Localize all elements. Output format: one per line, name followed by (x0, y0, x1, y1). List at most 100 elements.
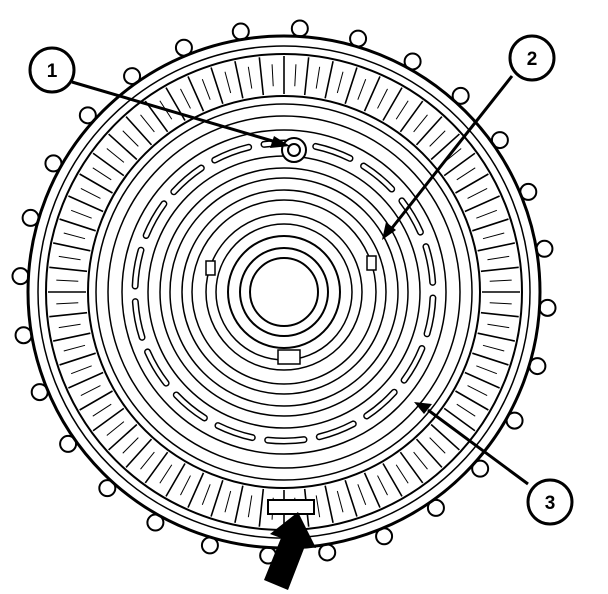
spline-tooth-ridge (456, 403, 476, 417)
spline-tooth-ridge (140, 114, 155, 133)
center-bore-ring (239, 247, 329, 337)
spline-tooth-ridge (122, 130, 139, 147)
spline-tooth-edge (464, 371, 500, 389)
spline-tooth-edge (210, 67, 224, 104)
spline-tooth-edge (324, 60, 334, 99)
check-ball (287, 143, 301, 157)
spline-tooth-ridge (92, 403, 112, 417)
spline-tooth-edge (49, 311, 88, 318)
spline-tooth-edge (415, 116, 443, 146)
callout-1-circle (28, 46, 76, 94)
spline-tooth-ridge (159, 464, 173, 484)
spline-tooth-ridge (80, 385, 101, 396)
spline-tooth-edge (59, 352, 96, 366)
spline-tooth-edge (234, 485, 244, 524)
spline-tooth-ridge (180, 475, 191, 496)
spline-tooth-ridge (357, 78, 367, 100)
spline-tooth-ridge (247, 66, 253, 89)
spring-slot-inner (144, 201, 166, 238)
hub-tab-right (366, 255, 377, 271)
spring-slot-inner (174, 392, 207, 420)
spline-tooth-edge (455, 173, 489, 194)
spline-tooth-edge (472, 352, 509, 366)
spring-slot-inner (133, 248, 143, 289)
callout-3: 3 (526, 478, 574, 526)
drive-lug (318, 543, 337, 562)
spline-tooth-edge (443, 407, 476, 432)
spline-tooth-edge (210, 480, 224, 517)
spline-tooth-ridge (482, 232, 505, 240)
spline-tooth-edge (144, 451, 169, 484)
spline-tooth-edge (480, 311, 519, 318)
spline-tooth-edge (187, 472, 205, 508)
spline-tooth-ridge (395, 464, 409, 484)
callout-leaders (71, 75, 529, 486)
spline-tooth-ridge (70, 209, 92, 219)
callout-2-label: 2 (527, 49, 538, 70)
spline-tooth-ridge (377, 475, 388, 496)
spline-tooth-edge (480, 266, 519, 273)
spline-tooth-edge (258, 57, 265, 96)
spline-tooth-ridge (56, 279, 79, 282)
piston-ring-outer (95, 103, 473, 481)
check-ball-fitting (281, 137, 307, 163)
spline-tooth-edge (430, 423, 460, 451)
spline-tooth-ridge (487, 255, 510, 261)
outer-drum-edge (26, 34, 542, 550)
spline-tooth-edge (108, 423, 138, 451)
spline-tooth-ridge (456, 167, 476, 181)
spline-tooth-edge (52, 242, 91, 252)
spline-tooth-ridge (489, 302, 512, 305)
spline-tooth-ridge (122, 437, 139, 454)
spring-slot-inner (171, 166, 204, 194)
spline-tooth-edge (382, 463, 403, 497)
spline-tooth-ridge (377, 88, 388, 109)
spline-tooth-ridge (489, 279, 512, 282)
spring-slot-inner (423, 244, 435, 285)
arrowhead-1 (270, 136, 290, 148)
spline-tooth-ridge (294, 64, 297, 87)
drive-lug (290, 19, 309, 38)
spline-tooth-edge (108, 133, 138, 161)
spring-slot-inner (216, 423, 255, 440)
spring-slot-inner (364, 390, 397, 418)
spline-tooth-ridge (58, 255, 81, 261)
hub-tab-left (205, 260, 216, 276)
spring-slot-inner (317, 421, 356, 439)
spline-tooth-ridge (467, 188, 488, 199)
spline-tooth-ridge (224, 71, 232, 94)
leader-line-2 (390, 75, 514, 229)
spline-tooth-ridge (58, 323, 81, 329)
spline-tooth-ridge (140, 451, 155, 470)
drive-lug (538, 298, 557, 317)
spring-slot-inner (133, 299, 145, 340)
spline-tooth-ridge (395, 100, 409, 120)
spring-slot-inner (145, 349, 169, 386)
spline-tooth-edge (344, 480, 358, 517)
spring-slot-inner (399, 198, 423, 235)
spline-tooth-ridge (315, 66, 321, 89)
drive-lug (11, 267, 30, 286)
spring-slot-inner (265, 437, 306, 443)
spline-tooth-edge (382, 87, 403, 121)
hub-ring-3 (181, 189, 387, 395)
spline-tooth-ridge (467, 385, 488, 396)
spline-tooth-edge (59, 218, 96, 232)
spline-tooth-edge (92, 407, 125, 432)
spline-tooth-edge (324, 485, 334, 524)
spline-tooth-ridge (357, 484, 367, 506)
arrowhead-3 (414, 402, 432, 414)
return-spring-slots (131, 139, 437, 445)
reference-notch (267, 499, 315, 515)
spline-tooth-edge (303, 57, 310, 96)
spline-tooth-edge (443, 152, 476, 177)
hub-ring-7 (227, 235, 341, 349)
spline-tooth-edge (258, 488, 265, 527)
spline-tooth-ridge (336, 490, 344, 513)
spline-tooth-edge (415, 438, 443, 468)
spline-tooth-ridge (271, 64, 274, 87)
spline-teeth (48, 56, 520, 528)
spline-tooth-edge (92, 152, 125, 177)
hub-ring-1 (159, 167, 409, 417)
